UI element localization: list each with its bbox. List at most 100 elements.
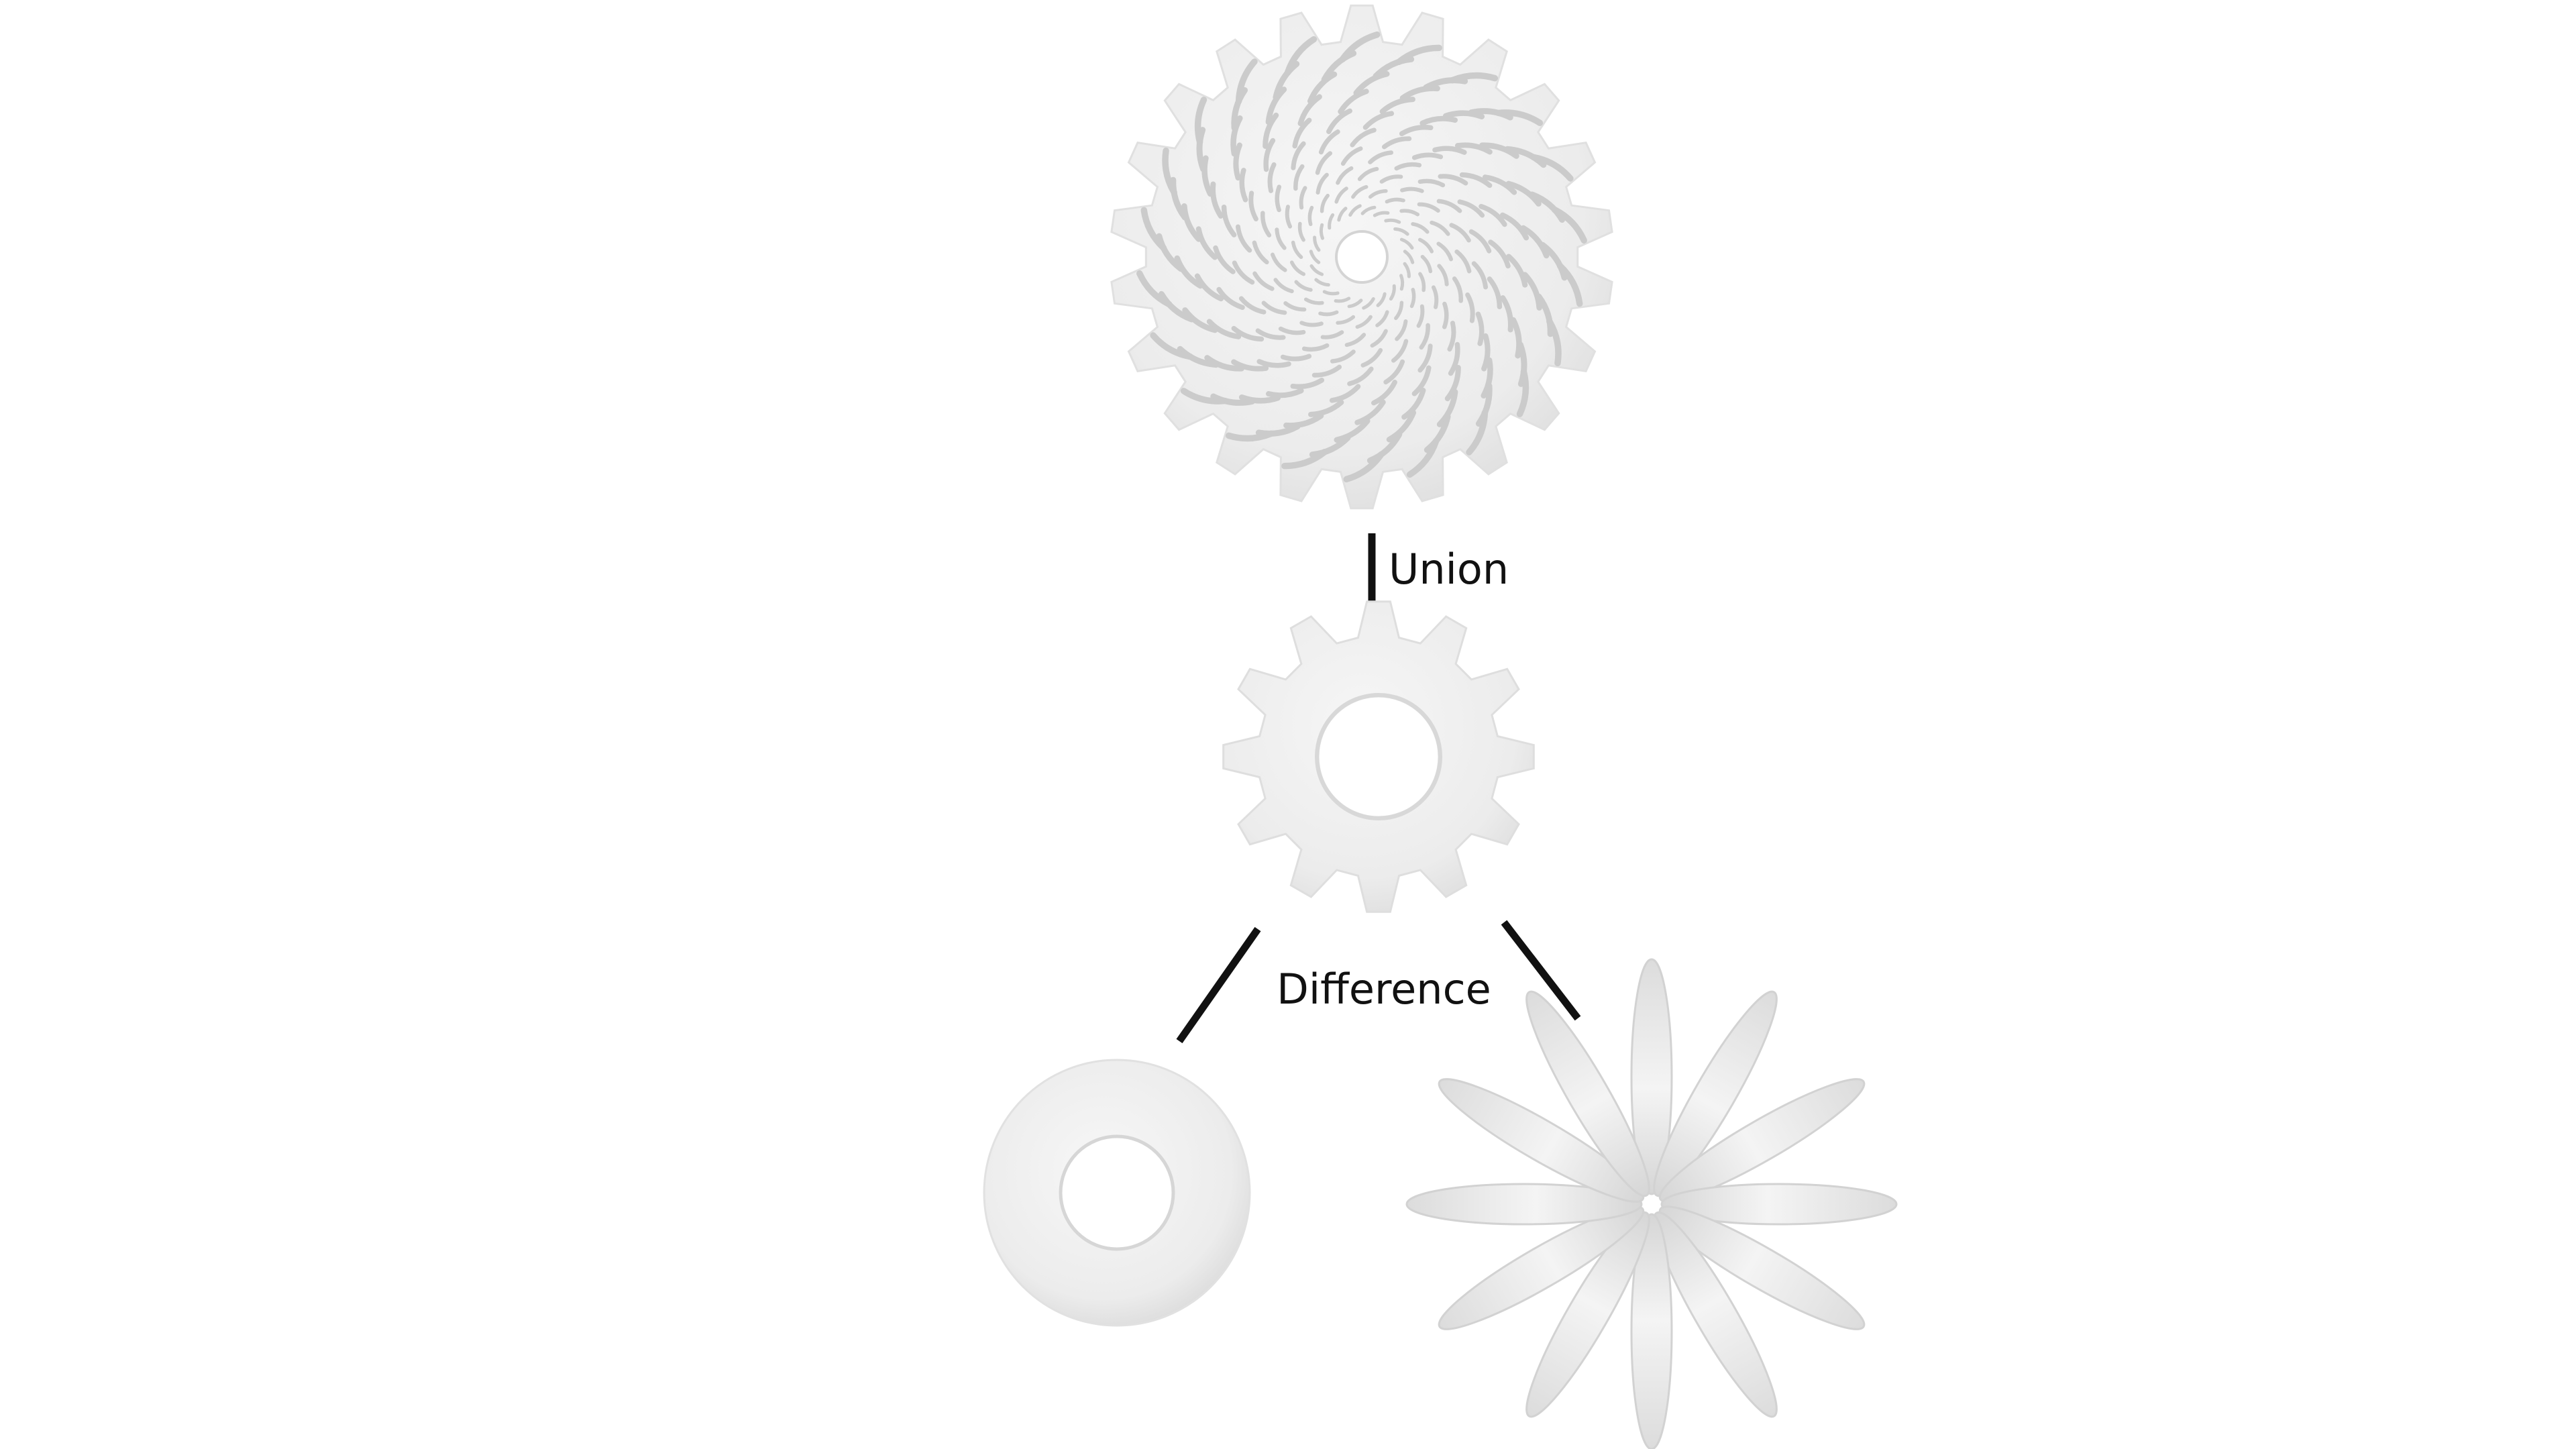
union-cutout — [1150, 332, 1193, 360]
union-cutout — [1329, 384, 1361, 403]
union-cutout — [1393, 227, 1409, 236]
union-cutout — [1444, 365, 1461, 402]
union-cutout — [1417, 202, 1440, 213]
union-cutout — [1308, 399, 1344, 417]
union-cutout — [1360, 205, 1377, 215]
petal — [1630, 1213, 1673, 1449]
union-cutout — [1162, 147, 1177, 196]
union-cutout — [1181, 203, 1202, 242]
union-cutout — [1500, 295, 1513, 333]
union-cutout — [1338, 89, 1369, 115]
union-cutout — [1206, 319, 1242, 339]
union-cutout — [1400, 186, 1424, 193]
union-cutout — [1371, 380, 1397, 406]
union-cutout — [1381, 136, 1412, 150]
union-cutout — [1263, 138, 1276, 172]
union-cutout — [1442, 301, 1449, 329]
petal — [1653, 1211, 1778, 1418]
union-cutout — [1210, 181, 1224, 219]
difference-connector-right — [1501, 920, 1581, 1021]
union-cutout — [1256, 359, 1291, 368]
union-cutout — [1261, 301, 1287, 315]
union-cutout — [1213, 245, 1236, 274]
union-cutout — [1505, 180, 1542, 207]
union-cutout — [1347, 366, 1374, 386]
union-cutout — [1360, 347, 1383, 368]
union-cutout — [1403, 262, 1411, 278]
union-cutout — [1321, 50, 1357, 83]
union-cutout — [1340, 146, 1363, 166]
union-cutout — [1436, 388, 1458, 427]
union-cutout — [1540, 241, 1568, 281]
union-cutout — [1225, 430, 1275, 442]
union-cutout — [1271, 252, 1287, 272]
union-cutout — [1362, 297, 1375, 310]
union-cutout — [1452, 276, 1463, 303]
union-cutout — [1216, 286, 1245, 311]
union-cutout — [1339, 31, 1381, 63]
union-cutout — [1468, 229, 1492, 254]
union-cutout — [1431, 285, 1439, 309]
union-cutout — [1336, 166, 1354, 185]
union-cutout — [1447, 321, 1456, 352]
union-cutout — [1411, 365, 1432, 396]
union-cutout — [1174, 255, 1203, 289]
union-cutout — [1368, 150, 1394, 164]
union-cutout — [1297, 221, 1305, 242]
union-cutout — [1551, 206, 1587, 244]
union-cutout — [1448, 341, 1460, 376]
ring-hole — [1059, 1134, 1175, 1251]
union-cutout — [1303, 297, 1324, 305]
petals-shape — [1405, 958, 1898, 1449]
union-cutout — [1351, 184, 1368, 199]
union-cutout — [1406, 437, 1440, 478]
union-cutout — [1232, 260, 1255, 285]
gear-hole-edge — [1315, 693, 1442, 820]
union-cutout — [1201, 155, 1214, 197]
union-cutout — [1263, 112, 1279, 149]
petal — [1438, 1078, 1645, 1203]
union-cutout — [1399, 274, 1405, 291]
union-cutout — [1252, 271, 1275, 291]
union-cutout — [1419, 323, 1430, 350]
ring-shape — [983, 1059, 1251, 1327]
union-cutout — [1354, 399, 1386, 425]
union-cutout — [1411, 152, 1444, 160]
union-cutout — [1180, 388, 1228, 405]
union-cutout — [1504, 146, 1547, 168]
union-cutout — [1336, 315, 1356, 325]
petal — [1658, 1078, 1866, 1203]
union-cutout — [1465, 292, 1475, 323]
union-cutout — [1299, 321, 1324, 327]
union-cutout — [1395, 319, 1408, 341]
union-cutout — [1536, 293, 1554, 337]
union-cutout — [1399, 85, 1440, 101]
union-cutout — [1311, 364, 1342, 378]
union-cutout — [1330, 350, 1356, 364]
union-cutout — [1366, 431, 1403, 464]
union-result-shape — [1110, 4, 1613, 510]
union-cutout — [1379, 97, 1415, 115]
union-cutout — [1411, 222, 1430, 234]
petal — [1630, 958, 1673, 1195]
union-cutout — [1420, 254, 1433, 274]
union-cutout — [1265, 87, 1287, 125]
union-cutout — [1376, 292, 1387, 307]
union-cutout — [1204, 355, 1244, 372]
union-cutout — [1395, 44, 1442, 65]
union-cutout — [1337, 207, 1348, 222]
union-cutout — [1156, 233, 1184, 272]
union-cutout — [1419, 115, 1458, 126]
union-cutout — [1252, 240, 1269, 265]
union-cutout — [1315, 151, 1333, 175]
union-cutout — [1403, 250, 1415, 264]
union-cutout — [1326, 108, 1352, 134]
union-cutout — [1520, 225, 1550, 259]
union-cutout — [1529, 191, 1566, 223]
union-cutout — [1468, 108, 1513, 121]
union-cutout — [1370, 329, 1388, 348]
union-cutout — [1273, 278, 1294, 294]
union-cutout — [1418, 272, 1426, 292]
union-cutout — [1521, 272, 1542, 311]
